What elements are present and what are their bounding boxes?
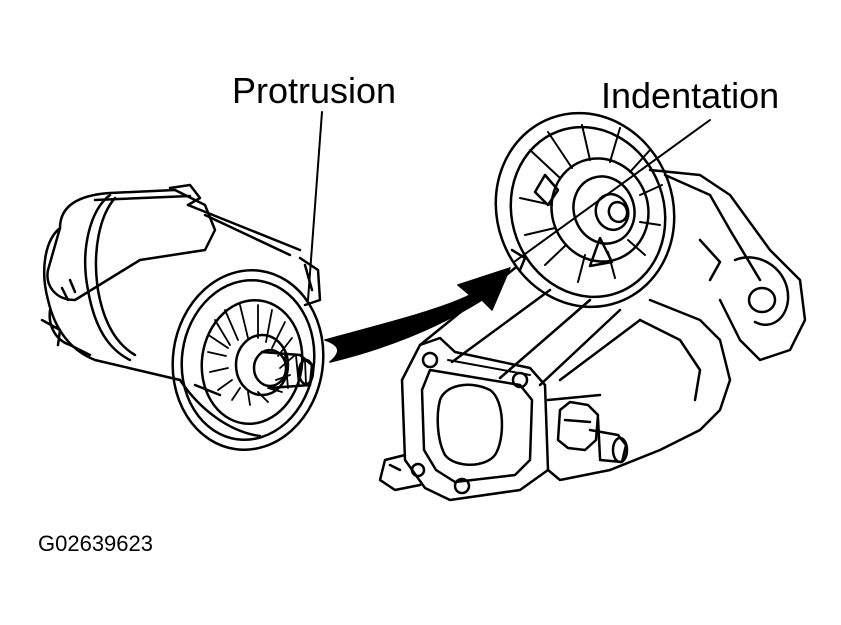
figure-id: G02639623 [38,531,153,556]
indentation-leader-line [513,119,711,263]
starter-motor-yoke [40,183,325,451]
indentation-label: Indentation [601,75,780,116]
assembly-arrow [324,267,511,363]
starter-drive-housing [378,111,807,502]
leader-lines [307,111,711,301]
terminal-stud [556,400,629,464]
protrusion-leader-line [307,111,323,301]
protrusion-label: Protrusion [232,70,397,111]
